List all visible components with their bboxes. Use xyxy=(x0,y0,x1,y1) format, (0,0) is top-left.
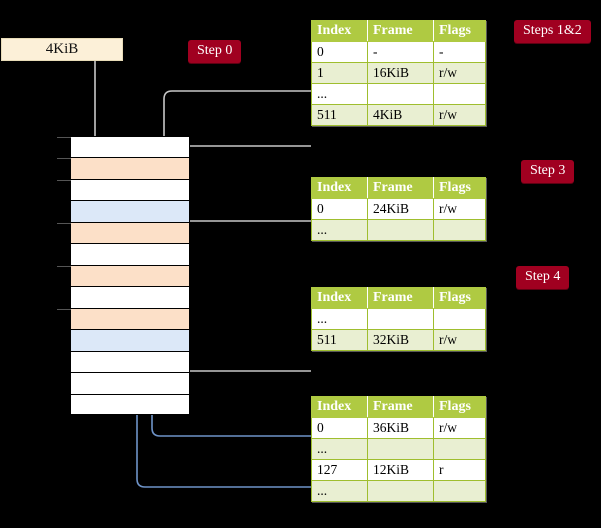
cell-index: 0 xyxy=(311,41,368,63)
memory-frame-5 xyxy=(70,243,190,265)
cell-frame: 32KiB xyxy=(367,329,434,351)
cell-index: ... xyxy=(311,480,368,502)
memory-frame-11 xyxy=(70,372,190,394)
cell-frame xyxy=(367,308,434,330)
table-row: 0-- xyxy=(311,41,486,63)
column-header-frame: Frame xyxy=(367,287,434,309)
memory-tick-2 xyxy=(57,179,71,181)
table-row: ... xyxy=(311,219,486,241)
table-row: ... xyxy=(311,480,486,502)
badge-step-0: Step 0 xyxy=(188,40,242,63)
memory-tick-1 xyxy=(57,158,71,160)
arrow-l1-row0-to-memory xyxy=(147,326,311,437)
memory-frame-2 xyxy=(57,178,190,201)
cell-frame xyxy=(367,219,434,241)
memory-tick-6 xyxy=(57,265,71,267)
cell-frame: 24KiB xyxy=(367,198,434,220)
cell-index: 511 xyxy=(311,329,368,351)
table-row: ... xyxy=(311,83,486,105)
column-header-index: Index xyxy=(311,396,368,418)
cell-flags xyxy=(433,438,486,460)
cell-index: 1 xyxy=(311,62,368,84)
cell-index: ... xyxy=(311,219,368,241)
cell-frame xyxy=(367,83,434,105)
physical-memory-column xyxy=(57,136,190,415)
cell-index: 127 xyxy=(311,459,368,481)
cell-index: ... xyxy=(311,83,368,105)
memory-frame-0 xyxy=(57,136,190,158)
cell-flags xyxy=(433,219,486,241)
arrow-memory-to-l2-table xyxy=(169,308,311,372)
cell-frame: 16KiB xyxy=(367,62,434,84)
badge-step-4: Step 4 xyxy=(516,266,570,289)
arrow-l4-row1-to-memory xyxy=(159,90,311,159)
cell-index: ... xyxy=(311,308,368,330)
cell-flags: - xyxy=(433,41,486,63)
memory-frame-8 xyxy=(57,307,190,330)
memory-frame-7 xyxy=(70,286,190,308)
cell-flags xyxy=(433,83,486,105)
table-row: ... xyxy=(311,308,486,330)
cell-frame: 4KiB xyxy=(367,104,434,126)
cell-frame: 36KiB xyxy=(367,417,434,439)
cell-flags xyxy=(433,480,486,502)
cell-frame xyxy=(367,480,434,502)
column-header-flags: Flags xyxy=(433,396,486,418)
cell-flags: r/w xyxy=(433,62,486,84)
cell-frame: - xyxy=(367,41,434,63)
arrow-l1-row127-to-memory xyxy=(132,224,311,488)
page-box-label: 4KiB xyxy=(45,41,79,57)
memory-frame-1 xyxy=(57,157,190,179)
memory-frame-4 xyxy=(57,221,190,244)
cell-frame: 12KiB xyxy=(367,459,434,481)
cell-flags: r/w xyxy=(433,329,486,351)
memory-tick-8 xyxy=(57,308,71,310)
badge-steps-1-2: Steps 1&2 xyxy=(514,20,591,43)
column-header-index: Index xyxy=(311,20,368,42)
column-header-flags: Flags xyxy=(433,177,486,199)
cell-index: 511 xyxy=(311,104,368,126)
memory-frame-9 xyxy=(70,329,190,351)
column-header-flags: Flags xyxy=(433,287,486,309)
cell-flags: r/w xyxy=(433,104,486,126)
column-header-flags: Flags xyxy=(433,20,486,42)
cell-flags: r/w xyxy=(433,417,486,439)
memory-tick-4 xyxy=(57,222,71,224)
memory-frame-10 xyxy=(70,350,190,373)
cell-flags xyxy=(433,308,486,330)
page-box-4kib: 4KiB xyxy=(1,38,123,61)
cell-index: ... xyxy=(311,438,368,460)
memory-tick-0 xyxy=(57,137,71,138)
cell-index: 0 xyxy=(311,198,368,220)
memory-frame-12 xyxy=(70,393,190,415)
column-header-index: Index xyxy=(311,287,368,309)
column-header-frame: Frame xyxy=(367,20,434,42)
cell-index: 0 xyxy=(311,417,368,439)
column-header-index: Index xyxy=(311,177,368,199)
column-header-frame: Frame xyxy=(367,177,434,199)
table-row: ... xyxy=(311,438,486,460)
badge-step-3: Step 3 xyxy=(521,160,575,183)
memory-frame-6 xyxy=(57,264,190,287)
column-header-frame: Frame xyxy=(367,396,434,418)
cell-flags: r xyxy=(433,459,486,481)
memory-frame-3 xyxy=(70,200,190,222)
cell-frame xyxy=(367,438,434,460)
cell-flags: r/w xyxy=(433,198,486,220)
